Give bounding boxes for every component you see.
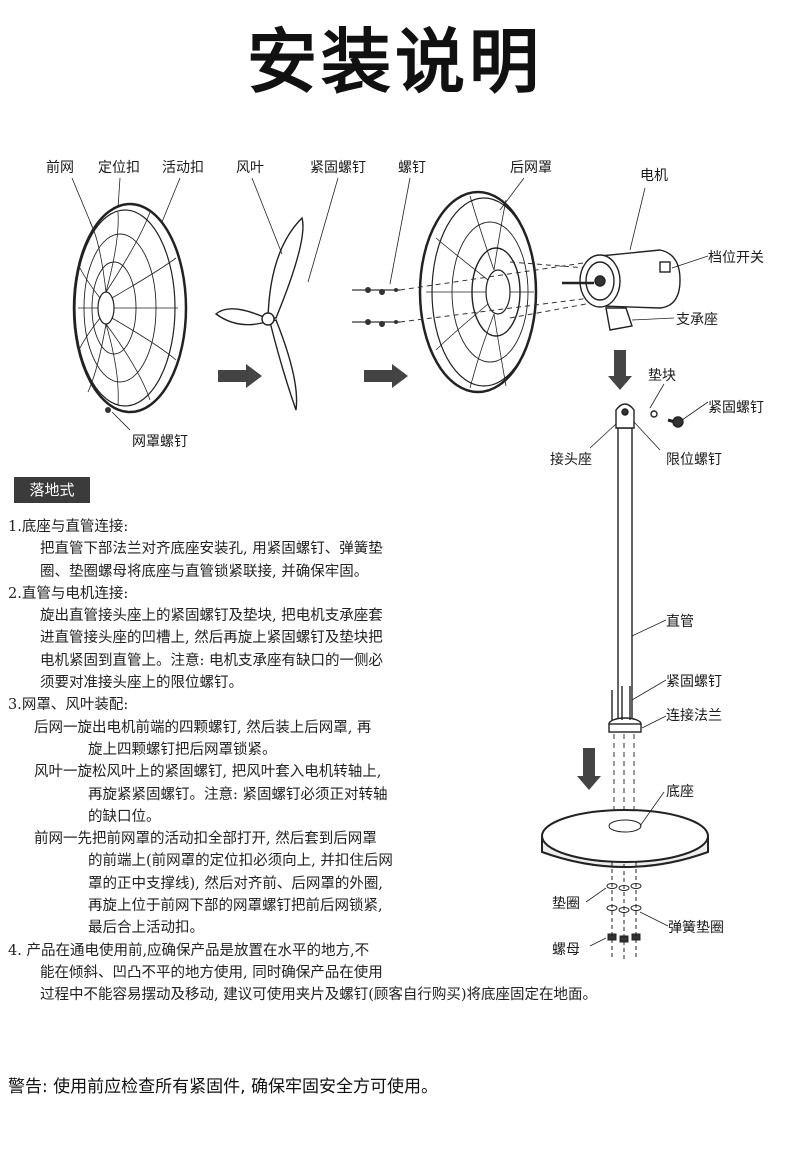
label-tight-screw-3: 紧固螺钉 [666,674,722,690]
label-rear-guard: 后网罩 [510,160,552,176]
label-front-guard: 前网 [46,159,74,176]
page-title: 安装说明 [247,21,543,103]
label-bracket: 支承座 [676,312,718,328]
screws-drawing [352,287,400,327]
base-drawing [541,809,709,868]
motor-drawing [562,249,681,331]
label-guard-screw: 网罩螺钉 [132,434,188,450]
label-tight-screw-2: 紧固螺钉 [708,400,764,416]
step-line: 1.底座与直管连接: [8,519,129,535]
arrow-down-1 [608,350,632,390]
section-badge: 落地式 [14,477,90,503]
step-line: 电机紧固到直管上。注意: 电机支承座有缺口的一侧必 [40,652,383,669]
pole-drawing [608,403,684,733]
step-line: 把直管下部法兰对齐底座安装孔, 用紧固螺钉、弹簧垫 [40,541,383,558]
step-line: 的缺口位。 [88,808,161,825]
step-line: 3.网罩、风叶装配: [8,697,129,714]
step-line: 前网一先把前网罩的活动扣全部打开, 然后套到后网罩 [34,831,377,848]
step-line: 后网一旋出电机前端的四颗螺钉, 然后装上后网罩, 再 [34,719,372,736]
step-line: 的前端上(前网罩的定位扣必须向上, 并扣住后网 [88,853,393,870]
label-blade: 风叶 [236,160,264,176]
step-line: 再旋上位于前网下部的网罩螺钉把前后网锁紧, [88,898,383,915]
installation-steps: 1.底座与直管连接: 把直管下部法兰对齐底座安装孔, 用紧固螺钉、弹簧垫 圈、垫… [8,516,608,1007]
step-line: 再旋紧紧固螺钉。注意: 紧固螺钉必须正对转轴 [88,786,388,803]
label-movable-clip: 活动扣 [162,160,204,176]
arrow-right-2 [364,364,408,388]
step-line: 须要对准接头座上的限位螺钉。 [40,675,243,692]
arrow-right-1 [218,364,262,388]
label-flange: 连接法兰 [666,707,722,724]
step-line: 能在倾斜、凹凸不平的地方使用, 同时确保产品在使用 [40,964,383,981]
label-washer: 垫圈 [552,896,580,912]
fan-blade-drawing [214,216,304,411]
fasteners-drawing [606,862,642,960]
step-line: 旋出直管接头座上的紧固螺钉及垫块, 把电机支承座套 [40,608,383,625]
label-speed-switch: 档位开关 [708,250,764,266]
front-guard-drawing [72,202,188,414]
label-motor: 电机 [640,168,668,184]
step-line: 4. 产品在通电使用前,应确保产品是放置在水平的地方,不 [8,942,370,959]
rear-guard-drawing [418,190,538,394]
label-spring-washer: 弹簧垫圈 [668,920,724,936]
label-tight-screw: 紧固螺钉 [310,160,366,176]
label-limit-screw: 限位螺钉 [666,452,722,468]
step-line: 风叶一旋松风叶上的紧固螺钉, 把风叶套入电机转轴上, [34,764,382,781]
label-joint-seat: 接头座 [550,451,592,468]
step-line: 旋上四颗螺钉把后网罩锁紧。 [88,741,277,758]
step-line: 罩的正中支撑线), 然后对齐前、后网罩的外圈, [88,875,383,892]
label-base: 底座 [666,784,694,800]
step-line: 进直管接头座的凹槽上, 然后再旋上紧固螺钉及垫块把 [40,630,383,647]
step-line: 圈、垫圈螺母将底座与直管锁紧联接, 并确保牢固。 [40,563,369,580]
step-line: 过程中不能容易摆动及移动, 建议可使用夹片及螺钉(顾客自行购买)将底座固定在地面… [40,987,598,1004]
label-spacer: 垫块 [648,368,676,384]
label-pole: 直管 [666,613,694,630]
label-nut: 螺母 [552,942,580,958]
label-screw: 螺钉 [398,160,426,176]
warning-text: 警告: 使用前应检查所有紧固件, 确保牢固安全方可使用。 [8,1077,438,1097]
label-position-clip: 定位扣 [98,160,140,176]
arrow-down-2 [577,748,601,790]
step-line: 最后合上活动扣。 [88,920,204,937]
step-line: 2.直管与电机连接: [8,585,129,602]
